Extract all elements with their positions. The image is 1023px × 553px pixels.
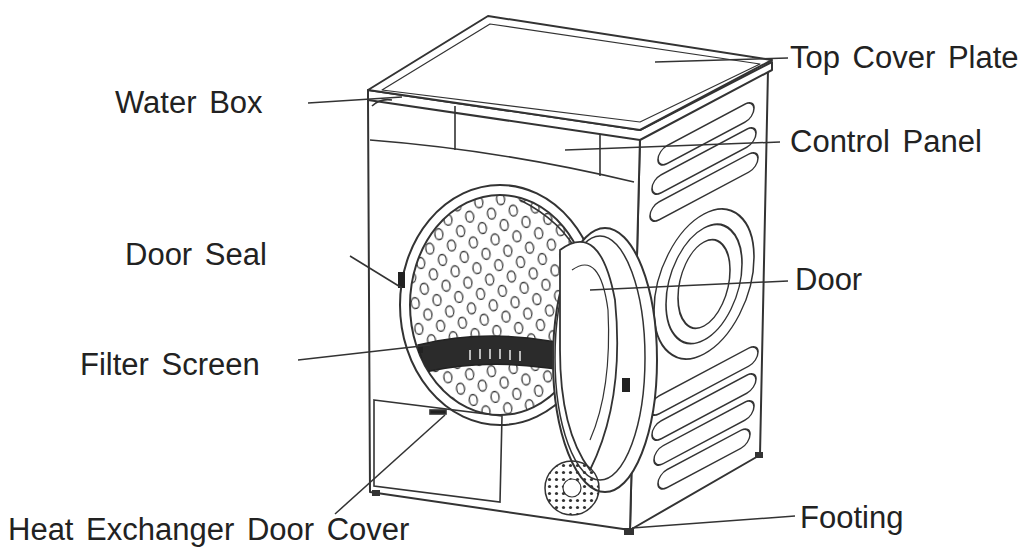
part-label: Door: [795, 262, 862, 298]
part-label: Footing: [800, 500, 903, 536]
door: [553, 228, 657, 492]
part-label: Door Seal: [125, 237, 267, 273]
top-cover-inset: [382, 24, 760, 122]
part-label: Top Cover Plate: [790, 40, 1019, 76]
part-label: Heat Exchanger Door Cover: [8, 512, 409, 548]
part-label: Control Panel: [790, 124, 982, 160]
leader-lines: [298, 58, 795, 528]
control-panel: [370, 100, 634, 182]
dryer-body: [368, 16, 772, 530]
top-cover-plate: [368, 16, 772, 130]
heat-exchanger-cover: [374, 400, 502, 502]
vent-grill: [545, 461, 599, 515]
side-grooves: [650, 97, 758, 496]
part-label: Filter Screen: [80, 347, 260, 383]
part-label: Water Box: [115, 85, 263, 121]
